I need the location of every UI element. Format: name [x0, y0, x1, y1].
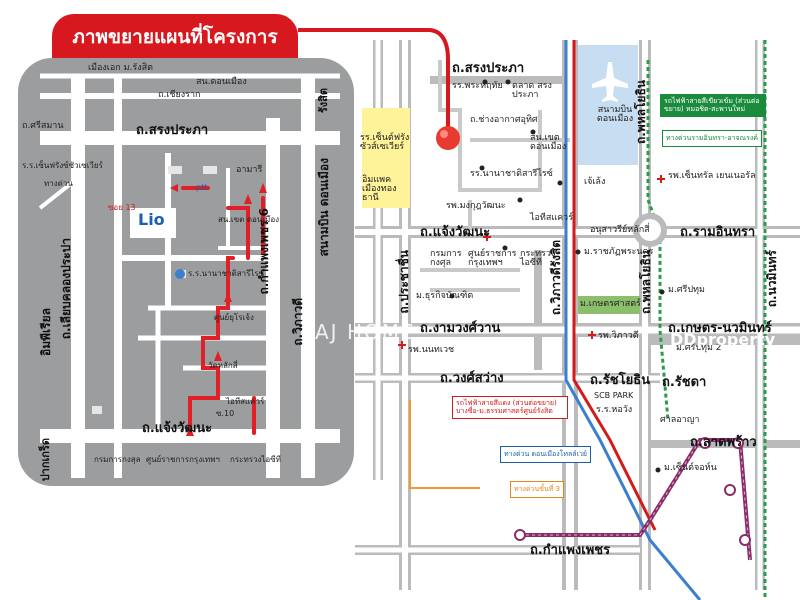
legend-tollway-donmuang: ทางด่วน ดอนเมืองโทลล์เวย์ [500, 446, 591, 463]
label-horwang: ร.ร.หอวัง [596, 405, 633, 415]
inset-label-chaeng: ถ.แจ้งวัฒนะ [142, 421, 213, 436]
label-snd: สน.เขต ดอนเมือง [530, 133, 567, 152]
green-line [646, 60, 670, 421]
inset-label-snd: สน.เขต ดอนเมือง [218, 215, 280, 224]
inset-label-lio: Lio [138, 210, 165, 229]
airplane-icon [592, 62, 628, 102]
kaset-block [578, 296, 640, 314]
label-nonthavej: รพ.นนทเวช [408, 345, 455, 355]
inset-label-s10: ซ.10 [216, 409, 235, 418]
inset-label-watlak: วัดหลักสี่ [208, 361, 238, 370]
inset-label-liap: ถ.เลียบคลองประปา [59, 238, 73, 340]
label-chaeng: ถ.แจ้งวัฒนะ [420, 225, 491, 240]
label-talad: ตลาด สรงประภา [512, 81, 552, 100]
inset-map: เมืองเอก ม.รังสิต สน.ดอนเมือง ถ.เชียงราก… [18, 58, 354, 486]
inset-label-stfrancis: ร.ร.เซ็นฟรังซ์ซัวเซเวียร์ [22, 161, 103, 170]
label-wongsawang: ถ.วงศ์สว่าง [440, 371, 504, 386]
label-vibhavadi: ถ.วิภาวดีรังสิต [549, 240, 563, 316]
inset-label-rangsit: รังสิต [317, 88, 330, 114]
inset-label-tollway: ทางด่วน [44, 179, 73, 188]
label-nawamin: ถ.นวมินทร์ [765, 250, 779, 308]
legend-green-line: รถไฟฟ้าสายสีเขียวเข้ม (ส่วนต่อขยาย) หมอช… [660, 94, 766, 117]
inset-label-chiangrak: ถ.เชียงราก [158, 90, 201, 100]
inset-label-amari: อามารี [236, 165, 263, 175]
label-sorngprapa: ถ.สรงประภา [452, 61, 525, 76]
label-court: ศาลอาญา [660, 415, 700, 425]
purple-line [520, 438, 752, 561]
watermark-brand: DDproperty [670, 330, 776, 349]
label-phrahuthai: รร.พระหฤทัย [452, 81, 503, 91]
label-nana: รร.นานาชาติสารีไรซ์ [470, 169, 553, 179]
project-pin [436, 126, 460, 150]
inset-label-imperial: อิมพีเรียล [39, 308, 53, 356]
label-phahon2: ถ.พหลโยธิน [639, 250, 653, 315]
label-stjohn: ม.เซ็นต์จอห์น [664, 463, 717, 473]
inset-roads [38, 73, 340, 478]
connector-line [298, 28, 450, 130]
label-kaset: ม.เกษตรศาสตร์ [580, 299, 641, 309]
label-vibhavadi-hosp: รพ.วิภาวดี [598, 331, 639, 341]
inset-label-suanyatay: ศูนย์ยุโรเจ้ง [214, 313, 254, 322]
label-kaset2: ม.ศรีปทุม 2 [676, 343, 722, 353]
label-kratrong: กระทรวง ไอซีที [520, 249, 556, 268]
label-itsquare: ไอทีสแควร์ [530, 213, 574, 223]
roundabout [633, 213, 667, 247]
label-ngamwong: ถ.งามวงศ์วาน [420, 321, 501, 336]
label-kromakan: กรมการ กงศุล [430, 249, 462, 268]
label-ratchada: ถ.รัชดา [662, 375, 707, 390]
legend-red-line: รถไฟฟ้าสายสีแดง (ส่วนต่อขยาย) บางซื่อ-ม.… [452, 396, 568, 419]
inset-label-airport: สนามบิน ดอนเมือง [317, 158, 331, 257]
impact-block [362, 108, 410, 208]
label-central: รพ.เซ็นทรัล เยนเนอรัล [668, 171, 756, 181]
label-anusawari: อนุสาวรีย์หลักสี่ [590, 225, 650, 235]
label-scb: SCB PARK [594, 391, 634, 400]
inset-label-sndonmueang: สน.ดอนเมือง [196, 77, 247, 87]
label-impact: อิมแพค เมืองทองธานี [362, 175, 397, 203]
inset-label-soi13: ซอย 13 [108, 203, 136, 212]
inset-label-itsquare: ไอทีสแควร์ [226, 397, 265, 406]
label-jaeng: เจ้เล้ง [584, 177, 606, 187]
tollway3-line [409, 400, 480, 489]
inset-label-mueangake: เมืองเอก ม.รังสิต [88, 63, 153, 73]
inset-label-sorngprapa: ถ.สรงประภา [136, 123, 209, 138]
inset-label-srisaman: ถ.ศรีสมาน [22, 121, 64, 131]
inset-label-vibha: ถ.วิภาวดี [291, 298, 305, 346]
label-sripatum: ม.ศรีปทุม [668, 285, 705, 295]
label-airport: สนามบิน ดอนเมือง [596, 105, 634, 124]
inset-label-kromakrong: กรมการกงสุล [94, 455, 141, 464]
label-ratchayothin: ถ.รัชโยธิน [590, 373, 651, 388]
inset-label-ptt: ptt [196, 183, 208, 192]
lio-project-block [130, 208, 176, 238]
label-ramintra: ถ.รามอินทรา [680, 225, 756, 240]
label-rpmongkut: รพ.มงกุฎวัฒนะ [446, 201, 506, 211]
tollway-line [564, 40, 702, 600]
label-stfrancis: รร.เซ็นต์ฟรังซัวส์เซเวียร์ [360, 133, 410, 152]
inset-label-dv6: ถ.กำแพงเพชร 6 [257, 208, 271, 295]
inset-label-nana: ร.ร.นานาชาติสารีไรซ์ [188, 269, 265, 278]
label-kasetnawamin: ถ.เกษตร-นวมินทร์ [668, 321, 772, 336]
watermark-agent: AJ HOME [315, 320, 416, 344]
label-sun: ศูนย์ราชการ กรุงเทพฯ [468, 249, 517, 268]
label-ladprao: ถ.ลาดพร้าว [690, 435, 757, 450]
red-line [572, 40, 657, 531]
label-changakat: ถ.ช่างอากาศอุทิศ [470, 115, 538, 125]
label-rajabhat: ม.ราชภัฏพระนคร [584, 247, 654, 257]
legend-tollway-ramintra: ทางด่วนรามอินทรา-อาจณรงค์ [662, 130, 762, 147]
map-title: ภาพขยายแผนที่โครงการ [52, 14, 298, 60]
label-kamphaeng: ถ.กำแพงเพชร [530, 543, 611, 558]
inset-label-sunrathkan: ศูนย์ราชการกรุงเทพฯ [146, 455, 220, 464]
inset-label-kratrong: กระทรวงไอซีที [230, 455, 281, 464]
label-pracha: ถ.ประชาชื่น [397, 250, 411, 314]
inset-label-pakkret: ปากเกร็ด [39, 438, 52, 482]
legend-tollway-3: ทางด่วนขั้นที่ 3 [510, 481, 565, 498]
label-dhurakij: ม.ธุรกิจบัณฑิต [416, 291, 474, 301]
